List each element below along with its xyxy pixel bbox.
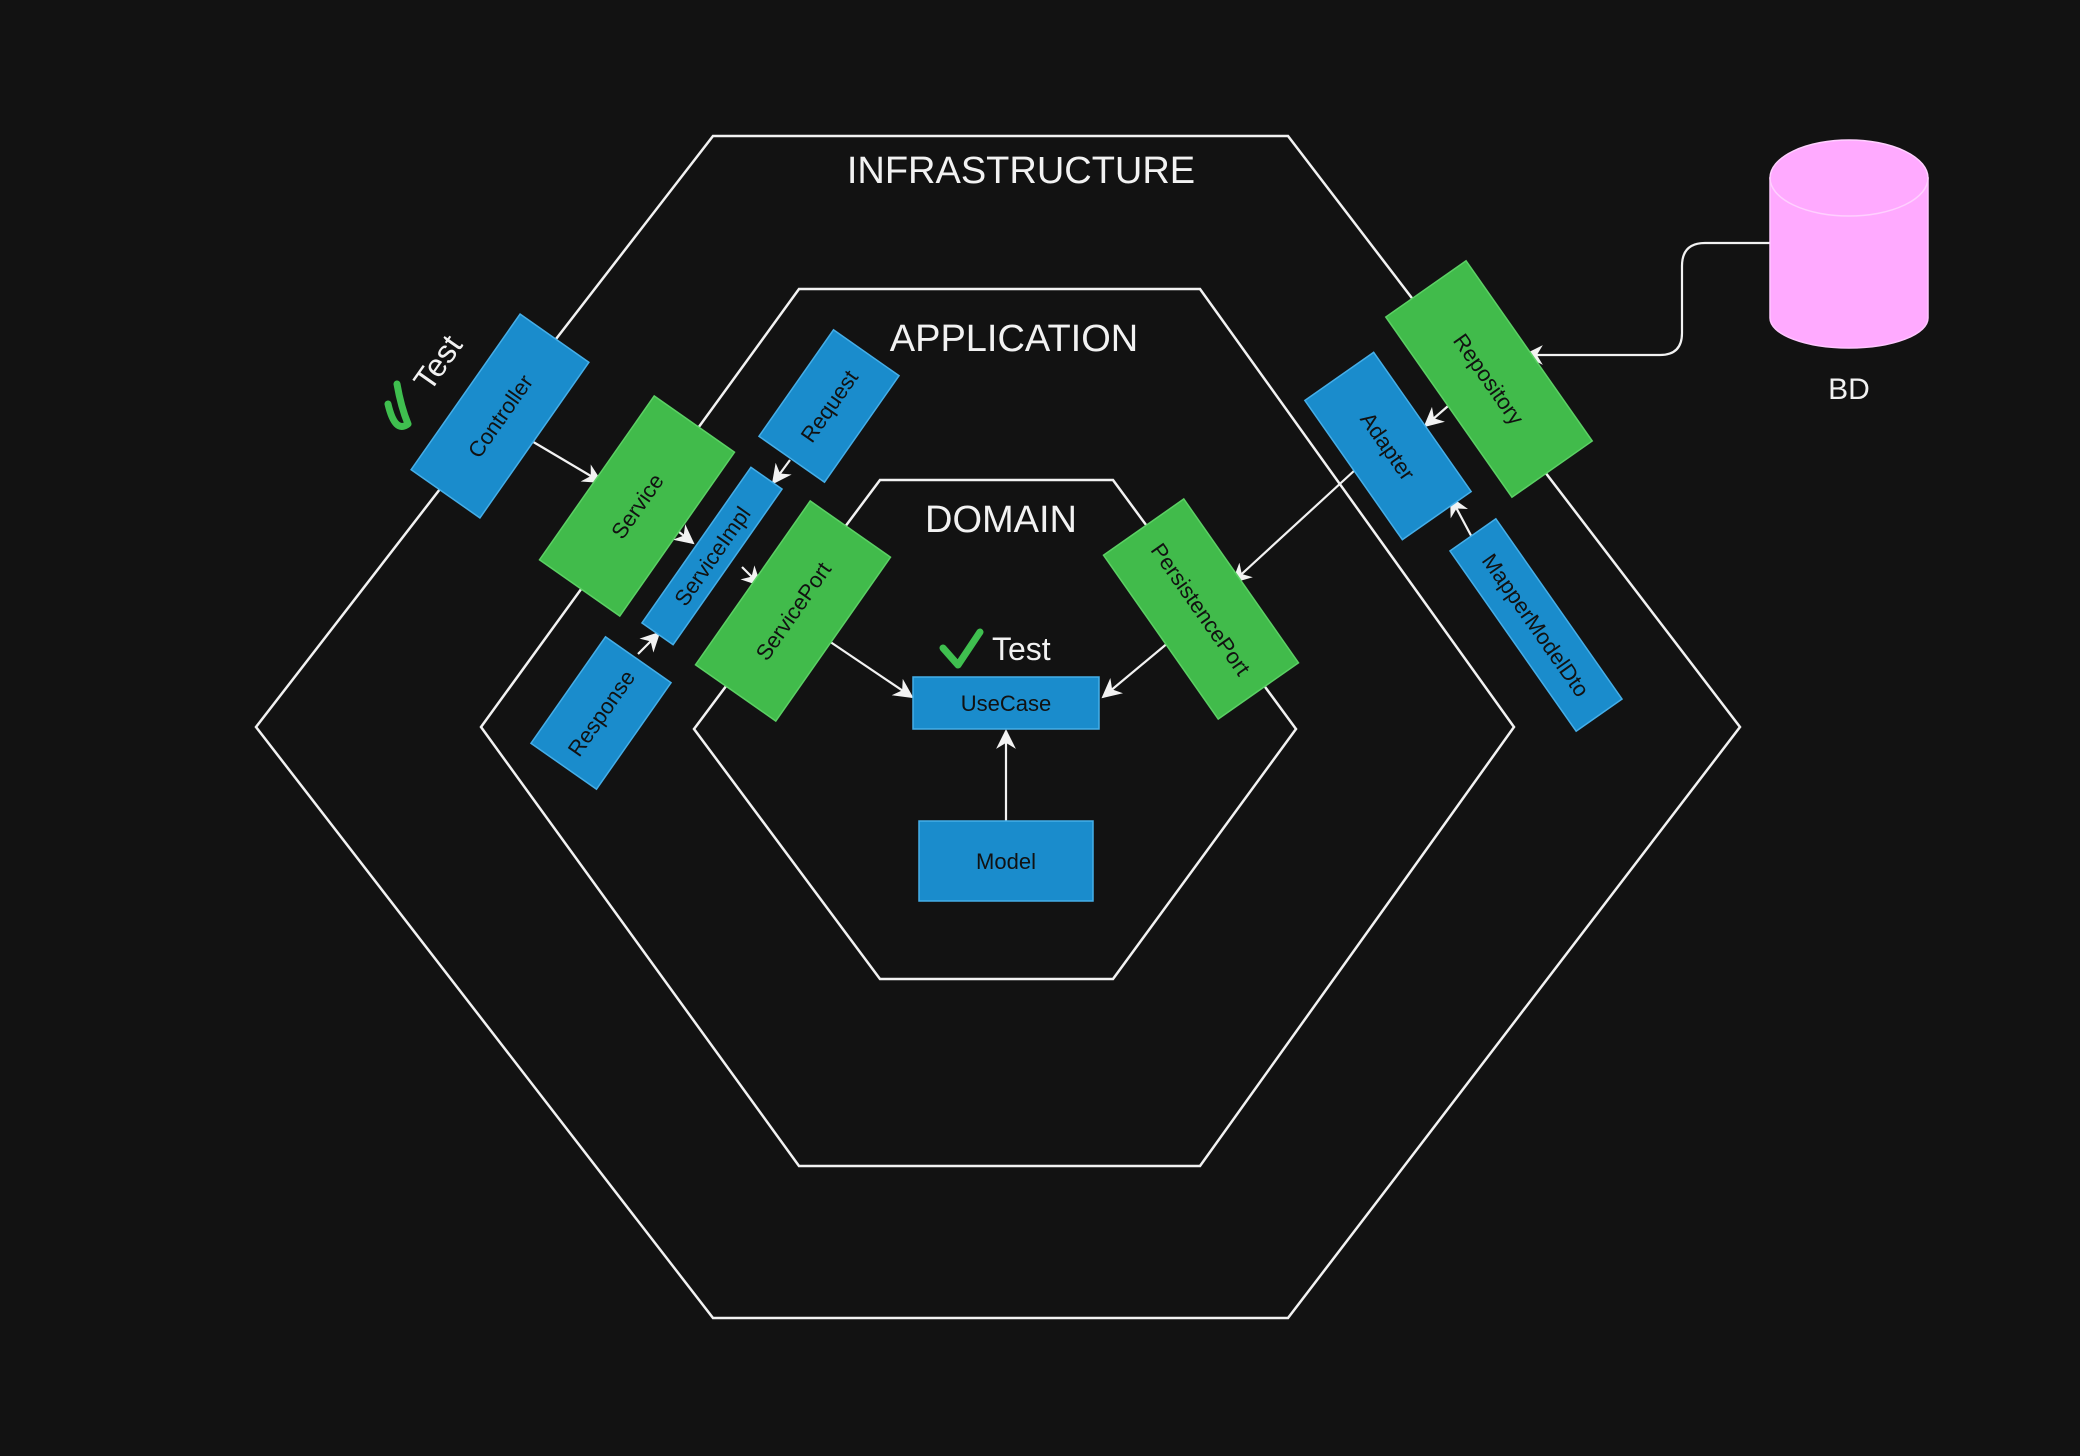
application-hexagon	[479, 287, 1516, 1168]
domain-hexagon	[692, 478, 1298, 981]
edge-adapter-persistenceport	[1231, 469, 1356, 584]
controller-component[interactable]: Controller	[410, 313, 590, 519]
service-component[interactable]: Service	[538, 394, 736, 618]
usecase-test-label: Test	[992, 631, 1051, 667]
database-label: BD	[1828, 373, 1870, 406]
usecase-label: UseCase	[961, 691, 1051, 716]
checkmark-icon	[939, 628, 984, 669]
response-component[interactable]: Response	[529, 635, 673, 791]
edge-request-serviceimpl	[771, 459, 792, 485]
infrastructure-title: INFRASTRUCTURE	[847, 150, 1195, 192]
adapter-component[interactable]: Adapter	[1303, 351, 1473, 541]
edge-bd-repository	[1523, 241, 1770, 365]
mappermodeldto-component[interactable]: MapperModelDto	[1448, 517, 1624, 733]
infrastructure-hexagon	[254, 134, 1742, 1320]
edge-response-serviceimpl	[637, 631, 661, 655]
domain-title: DOMAIN	[925, 499, 1077, 541]
repository-component[interactable]: Repository	[1384, 259, 1594, 499]
model-label: Model	[976, 849, 1036, 874]
controller-test-label: Test	[406, 328, 469, 397]
edge-serviceport-usecase	[822, 636, 914, 699]
database-cylinder[interactable]	[1769, 139, 1929, 349]
usecase-component[interactable]: UseCase	[912, 676, 1100, 730]
edge-controller-service	[529, 439, 603, 484]
edge-persistenceport-usecase	[1101, 636, 1176, 699]
mappermodeldto-label: MapperModelDto	[1477, 549, 1594, 702]
persistenceport-component[interactable]: PersistencePort	[1102, 497, 1300, 721]
request-component[interactable]: Request	[757, 328, 901, 484]
serviceport-component[interactable]: ServicePort	[694, 499, 892, 723]
usecase-test-mark: Test	[939, 628, 1051, 669]
model-component[interactable]: Model	[918, 820, 1094, 902]
application-title: APPLICATION	[890, 318, 1138, 360]
checkmark-icon	[384, 380, 412, 430]
